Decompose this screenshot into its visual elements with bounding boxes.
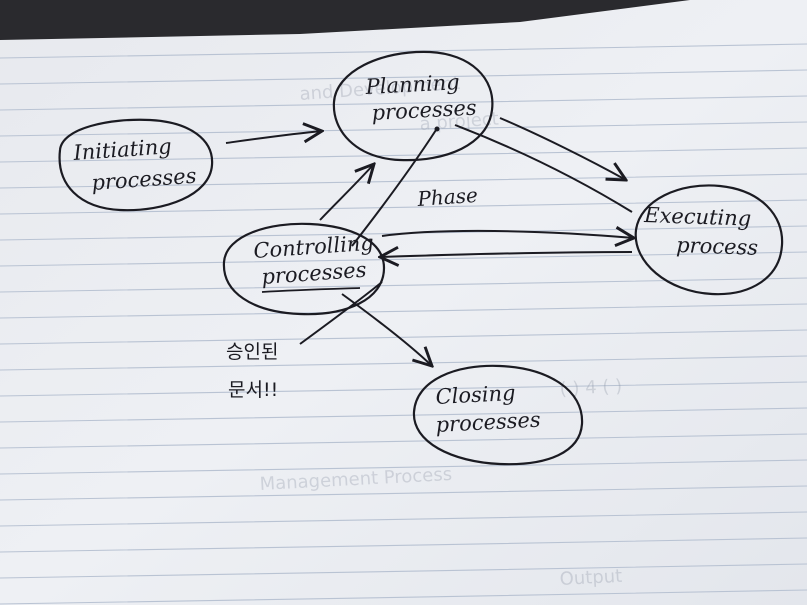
controlling-underline [261, 287, 361, 293]
planning-label-line2: processes [371, 96, 477, 125]
executing-node-outline [634, 184, 784, 296]
executing-label-line1: Executing [643, 203, 752, 231]
closing-label-line2: processes [435, 408, 541, 437]
rule-line [0, 537, 807, 553]
rule-line [0, 407, 807, 423]
arrow-controlling-to-closing [341, 293, 432, 366]
planning-label-line1: Planning [364, 70, 460, 99]
line-korean-note-to-controlling [299, 281, 383, 345]
rule-line [0, 121, 807, 137]
svg-text:( ) 4 ( ): ( ) 4 ( ) [559, 376, 622, 400]
arrow-controlling-to-executing [381, 231, 634, 238]
rule-line [0, 381, 807, 397]
closing-node-outline [412, 364, 584, 466]
line-phase-to-planning [351, 129, 437, 247]
rule-line [0, 277, 807, 293]
closing-label-line1: Closing [435, 381, 516, 409]
arrow-executing-to-controlling [380, 252, 633, 257]
rule-line [0, 199, 807, 215]
arrow-initiating-to-planning [225, 131, 322, 144]
rule-line [0, 69, 807, 85]
initiating-node-outline [58, 118, 214, 212]
rule-line [0, 43, 807, 59]
korean-note-line2: 문서!! [228, 379, 278, 401]
rule-line [0, 147, 807, 163]
svg-text:Output: Output [559, 566, 623, 590]
rule-line [0, 251, 807, 267]
planning-anchor-dot [434, 126, 440, 132]
rule-line [0, 589, 807, 605]
rule-line [0, 511, 807, 527]
executing-label-line2: process [676, 233, 759, 260]
rule-line [0, 355, 807, 371]
rule-line [0, 303, 807, 319]
korean-note-line1: 승인된 [226, 341, 278, 363]
phase-annotation: Phase [416, 183, 479, 211]
arrow-planning-to-executing [454, 124, 633, 213]
arrow-planning-to-executing-tip [499, 117, 626, 180]
rule-line [0, 329, 807, 345]
arrow-controlling-to-planning [319, 164, 374, 221]
planning-node-outline [332, 50, 494, 162]
controlling-node-outline [222, 222, 386, 316]
rule-line [0, 95, 807, 111]
rule-line [0, 433, 807, 449]
rule-line [0, 459, 807, 475]
ruled-lines [0, 43, 807, 605]
dark-table-edge [0, 0, 690, 40]
rule-line [0, 563, 807, 579]
rule-line [0, 485, 807, 501]
